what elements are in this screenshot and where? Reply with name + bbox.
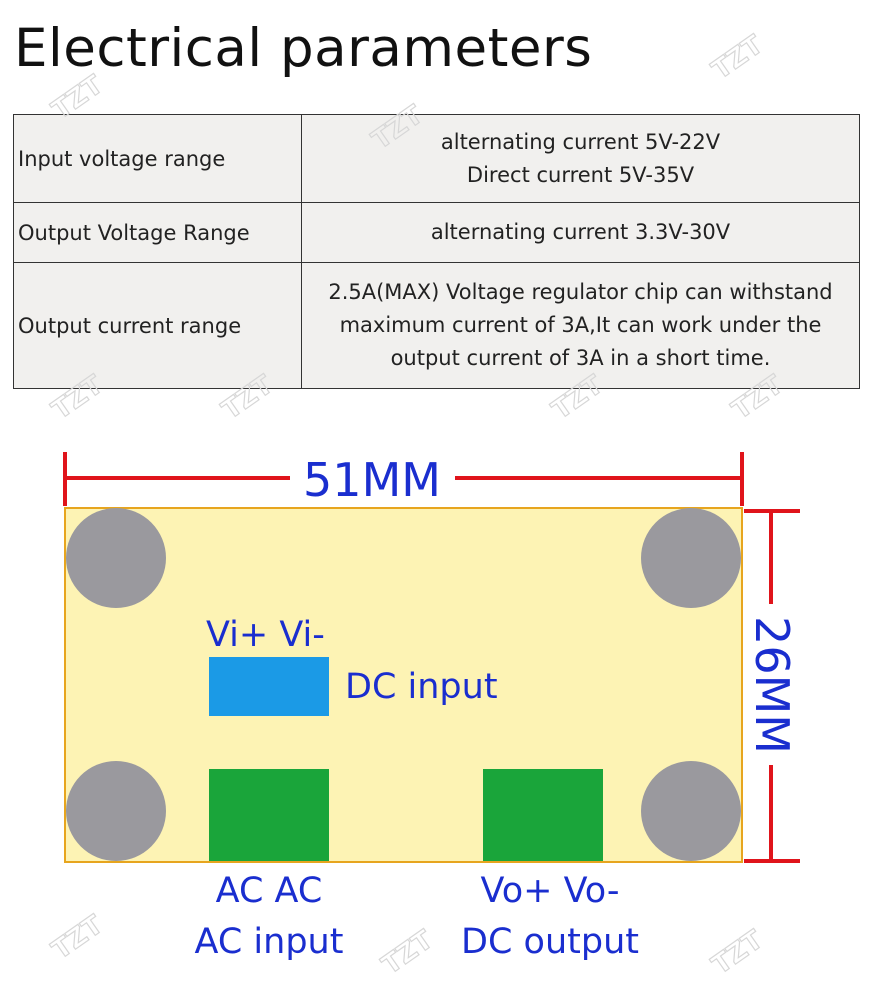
param-value-line: output current of 3A in a short time. — [390, 346, 771, 370]
param-value: alternating current 5V-22V Direct curren… — [301, 114, 860, 203]
param-value: 2.5A(MAX) Voltage regulator chip can wit… — [301, 262, 860, 389]
watermark: TZT — [707, 30, 769, 86]
watermark: TZT — [377, 925, 439, 981]
width-dimension — [63, 452, 744, 506]
mount-hole — [66, 761, 166, 861]
ac-input-label: AC input — [195, 922, 344, 962]
param-value-line: Direct current 5V-35V — [466, 162, 695, 187]
mount-hole — [641, 761, 741, 861]
out-pins-label: Vo+ Vo- — [480, 871, 619, 911]
dc-output-pad — [483, 769, 603, 861]
pcb-board — [64, 507, 743, 863]
ac-pins-label: AC AC — [216, 871, 323, 911]
param-value-line: 2.5A(MAX) Voltage regulator chip can wit… — [328, 280, 833, 304]
param-label: Output current range — [13, 262, 302, 389]
watermark: TZT — [367, 100, 429, 156]
watermark: TZT — [47, 910, 109, 966]
parameters-table: Input voltage range alternating current … — [13, 114, 860, 389]
ac-input-pad — [209, 769, 329, 861]
dc-output-label: DC output — [461, 922, 639, 962]
page-title: Electrical parameters — [14, 18, 593, 79]
param-value-line: maximum current of 3A,It can work under … — [339, 313, 822, 337]
watermark: TZT — [47, 370, 109, 426]
param-value-line: alternating current 5V-22V — [440, 129, 721, 154]
watermark: TZT — [217, 370, 279, 426]
param-value-line: alternating current 3.3V-30V — [430, 220, 731, 244]
height-dimension — [744, 509, 800, 863]
table-row: Output current range 2.5A(MAX) Voltage r… — [13, 262, 860, 389]
table-row: Input voltage range alternating current … — [13, 114, 860, 203]
watermark: TZT — [47, 70, 109, 126]
watermark: TZT — [547, 370, 609, 426]
mount-hole — [66, 508, 166, 608]
dc-pins-label: Vi+ Vi- — [206, 615, 325, 655]
height-label: 26MM — [745, 616, 799, 754]
watermark: TZT — [707, 925, 769, 981]
width-label: 51MM — [303, 453, 441, 507]
mount-hole — [641, 508, 741, 608]
param-label: Input voltage range — [13, 114, 302, 203]
dc-input-pad — [209, 657, 329, 716]
dc-input-label: DC input — [345, 667, 498, 707]
watermark: TZT — [727, 370, 789, 426]
